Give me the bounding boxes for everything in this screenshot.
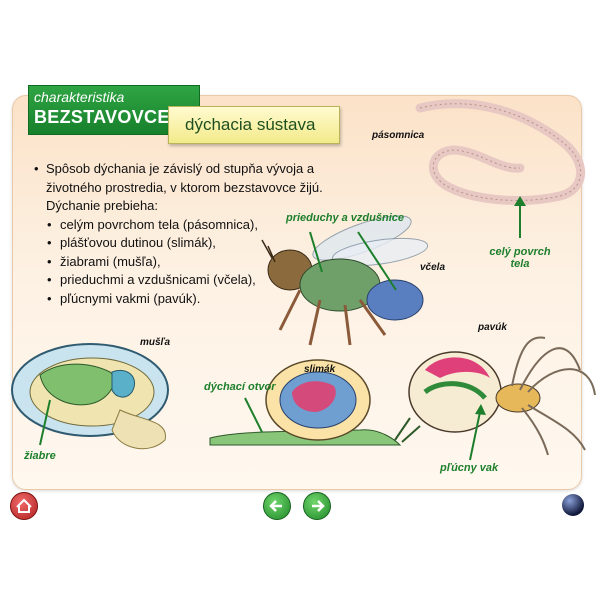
list-item: • celým povrchom tela (pásomnica), xyxy=(34,216,354,235)
label-bee-note: prieduchy a vzdušnice xyxy=(286,212,404,224)
home-button[interactable] xyxy=(10,492,38,520)
intro-paragraph: • Spôsob dýchania je závislý od stupňa v… xyxy=(34,160,354,197)
label-breathing-hole: dýchací otvor xyxy=(204,381,276,393)
label-mussel: mušľa xyxy=(140,337,171,348)
label-bee: včela xyxy=(420,262,446,273)
body-text: • Spôsob dýchania je závislý od stupňa v… xyxy=(34,160,354,308)
breathing-list: • celým povrchom tela (pásomnica), • plášť… xyxy=(34,216,354,309)
next-button[interactable] xyxy=(303,492,331,520)
list-item-text: žiabrami (mušľa), xyxy=(60,253,161,269)
bullet-icon: • xyxy=(34,161,39,176)
bullet-icon: • xyxy=(47,216,52,232)
menu-button[interactable] xyxy=(562,494,584,516)
label-snail: slimák xyxy=(304,364,336,375)
subhead: Dýchanie prebieha: xyxy=(46,198,159,213)
list-item-text: plášťovou dutinou (slimák), xyxy=(60,235,216,250)
list-item-text: prieduchmi a vzdušnicami (včela), xyxy=(60,272,256,287)
intro-text: Spôsob dýchania je závislý od stupňa výv… xyxy=(46,161,323,195)
label-tapeworm-note: celý povrch tela xyxy=(489,246,551,270)
arrow-right-icon xyxy=(312,500,325,512)
label-gills: žiabre xyxy=(24,450,56,462)
list-item-text: pľúcnymi vakmi (pavúk). xyxy=(60,290,201,306)
label-tapeworm: pásomnica xyxy=(372,130,425,141)
home-icon xyxy=(16,498,32,513)
category-label: charakteristika xyxy=(34,89,125,105)
bullet-icon: • xyxy=(47,290,52,306)
list-item: • pľúcnymi vakmi (pavúk). xyxy=(34,290,354,309)
label-lung-sac: pľúcny vak xyxy=(440,462,499,474)
topic-title: dýchacia sústava xyxy=(185,115,316,134)
group-label: BEZSTAVOVCE xyxy=(34,107,170,127)
bullet-icon: • xyxy=(47,253,52,269)
arrow-left-icon xyxy=(269,500,282,512)
list-item-text: celým povrchom tela (pásomnica), xyxy=(60,216,258,232)
bullet-icon: • xyxy=(47,235,52,250)
list-item: • plášťovou dutinou (slimák), xyxy=(34,234,354,253)
prev-button[interactable] xyxy=(263,492,291,520)
list-item: • žiabrami (mušľa), xyxy=(34,253,354,272)
list-item: • prieduchmi a vzdušnicami (včela), xyxy=(34,271,354,290)
topic-tab: dýchacia sústava xyxy=(168,106,340,144)
label-spider: pavúk xyxy=(478,322,507,333)
bullet-icon: • xyxy=(47,272,52,287)
